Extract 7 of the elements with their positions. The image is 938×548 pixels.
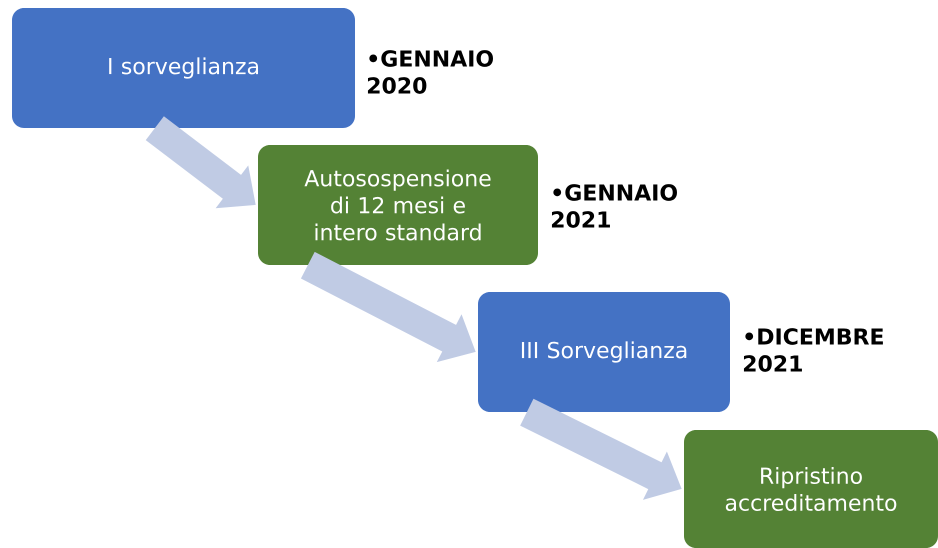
process-box: I sorveglianza	[12, 8, 355, 128]
date-label: •GENNAIO 2021	[552, 184, 677, 228]
date-label: •GENNAIO 2020	[368, 50, 493, 94]
process-box: Ripristino accreditamento	[684, 430, 938, 548]
process-box: Autosospensione di 12 mesi e intero standard	[258, 145, 538, 265]
process-box: III Sorveglianza	[478, 292, 730, 412]
date-label: •DICEMBRE 2021	[744, 328, 883, 372]
